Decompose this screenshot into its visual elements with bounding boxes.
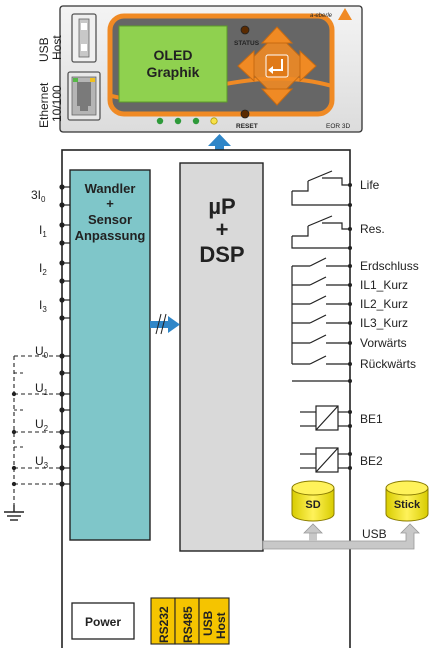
converter-line1: Wandler xyxy=(85,181,136,196)
output-label-il1: IL1_Kurz xyxy=(360,278,408,292)
enter-key-icon[interactable] xyxy=(265,54,289,78)
usb-host-bottom-line2: Host xyxy=(214,612,228,639)
relay-contacts xyxy=(291,170,350,382)
status-label: STATUS xyxy=(234,40,260,47)
converter-line3: Sensor xyxy=(88,212,132,227)
svg-text:U2: U2 xyxy=(35,417,49,433)
processor-block xyxy=(179,162,264,552)
svg-text:U3: U3 xyxy=(35,454,49,470)
output-label-vorwaerts: Vorwärts xyxy=(360,336,407,350)
output-label-rueckwaerts: Rückwärts xyxy=(360,357,416,371)
usb-host-label-line1: USB xyxy=(37,37,51,62)
output-label-erdschluss: Erdschluss xyxy=(360,259,419,273)
converter-line4: Anpassung xyxy=(75,228,146,243)
oled-label-line1: OLED xyxy=(154,47,193,63)
up-arrow-key-icon[interactable] xyxy=(260,26,294,44)
down-arrow-key-icon[interactable] xyxy=(260,88,294,106)
usb-host-label-line2: Host xyxy=(50,35,64,60)
ethernet-label-line2: 10/100 xyxy=(50,85,64,122)
oled-label-line2: Graphik xyxy=(147,64,200,80)
usb-stick-icon[interactable] xyxy=(385,480,429,522)
power-block xyxy=(71,602,135,640)
ethernet-port[interactable] xyxy=(67,71,101,121)
status-led xyxy=(240,25,250,35)
rs232-port[interactable] xyxy=(150,597,176,645)
sd-label: SD xyxy=(305,499,320,511)
brand-label: a-eberle xyxy=(310,13,333,19)
reset-button[interactable] xyxy=(240,109,250,119)
output-label-life: Life xyxy=(360,178,380,192)
input-label-i3: I3 xyxy=(39,298,47,314)
svg-text:I1: I1 xyxy=(39,223,47,239)
power-label: Power xyxy=(85,615,121,629)
left-arrow-key-icon[interactable] xyxy=(237,49,255,83)
led-green-1 xyxy=(156,117,164,125)
led-yellow xyxy=(210,117,218,125)
binary-input-be1-icon xyxy=(300,405,350,431)
input-label-i1: I1 xyxy=(39,223,47,239)
processor-line1: µP xyxy=(208,194,235,219)
svg-text:U1: U1 xyxy=(35,381,49,397)
brand-logo-icon xyxy=(338,8,352,20)
input-label-i2: I2 xyxy=(39,261,47,277)
sd-card-icon[interactable] xyxy=(291,480,335,522)
usb-host-bottom-line1: USB xyxy=(201,610,215,636)
output-label-res: Res. xyxy=(360,222,385,236)
svg-text:I3: I3 xyxy=(39,298,47,314)
converter-line2: + xyxy=(106,196,114,211)
output-terminals xyxy=(348,183,352,470)
ethernet-label-line1: Ethernet xyxy=(37,82,51,128)
input-label-be2: BE2 xyxy=(360,454,383,468)
usb-bus xyxy=(262,523,420,550)
usb-host-bottom-port[interactable] xyxy=(198,597,230,645)
output-label-il3: IL3_Kurz xyxy=(360,316,408,330)
input-label-u0: U0 xyxy=(35,344,49,360)
converter-block xyxy=(69,169,151,541)
input-label-u3: U3 xyxy=(35,454,49,470)
ground-icon xyxy=(4,505,24,521)
stick-label: Stick xyxy=(394,499,421,511)
right-arrow-key-icon[interactable] xyxy=(299,49,317,83)
input-label-u1: U1 xyxy=(35,381,49,397)
data-bus-arrow-icon xyxy=(150,313,180,335)
oled-display xyxy=(118,25,228,103)
svg-text:U0: U0 xyxy=(35,344,49,360)
input-label-be1: BE1 xyxy=(360,412,383,426)
usb-host-port[interactable] xyxy=(71,13,97,63)
led-green-2 xyxy=(174,117,182,125)
processor-line2: + xyxy=(216,217,229,242)
output-label-il2: IL2_Kurz xyxy=(360,297,408,311)
processor-line3: DSP xyxy=(199,242,244,267)
svg-text:I2: I2 xyxy=(39,261,47,277)
model-label: EOR 3D xyxy=(326,123,351,130)
voltage-wiring xyxy=(11,355,60,505)
rs485-label: RS485 xyxy=(181,606,195,643)
reset-label: RESET xyxy=(236,123,258,130)
usb-bus-label: USB xyxy=(362,527,387,541)
rs485-port[interactable] xyxy=(174,597,200,645)
input-label-u2: U2 xyxy=(35,417,49,433)
binary-input-be2-icon xyxy=(300,447,350,473)
input-terminals xyxy=(59,184,70,487)
rs232-label: RS232 xyxy=(157,606,171,643)
input-label-3i0: 3I0 xyxy=(31,188,46,204)
svg-text:3I0: 3I0 xyxy=(31,188,46,204)
led-green-3 xyxy=(192,117,200,125)
